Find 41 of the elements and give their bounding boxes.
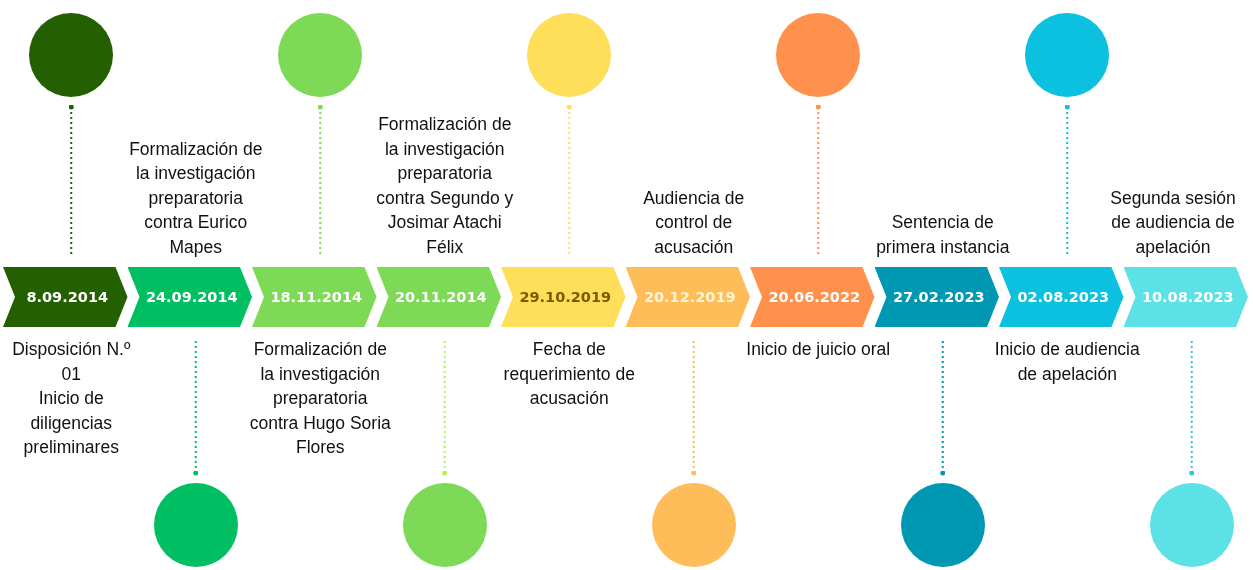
date-label: 8.09.2014 bbox=[26, 289, 109, 305]
date-banner bbox=[625, 267, 750, 327]
dotted-connector bbox=[940, 338, 946, 476]
event-description: Segunda sesión de audiencia de apelación bbox=[1109, 186, 1237, 259]
date-label: 20.11.2014 bbox=[394, 289, 487, 305]
dotted-connector bbox=[193, 338, 199, 476]
date-banner bbox=[127, 267, 252, 327]
event-description: Formalización de la investigación preparatoria contra Hugo Soria Flores bbox=[248, 338, 392, 459]
date-banner bbox=[999, 267, 1124, 327]
date-label: 10.08.2023 bbox=[1141, 289, 1234, 305]
event-description: Sentencia de primera instancia bbox=[875, 211, 1011, 259]
date-label: 18.11.2014 bbox=[270, 289, 363, 305]
date-label: 20.12.2019 bbox=[643, 289, 736, 305]
date-label: 27.02.2023 bbox=[892, 289, 985, 305]
event-description: Inicio de audiencia de apelación bbox=[994, 338, 1140, 386]
dotted-connector bbox=[317, 104, 323, 256]
dotted-connector bbox=[68, 104, 74, 256]
dotted-connector bbox=[691, 338, 697, 476]
date-label: 29.10.2019 bbox=[519, 289, 612, 305]
date-label: 02.08.2023 bbox=[1017, 289, 1110, 305]
date-banner bbox=[874, 267, 999, 327]
date-banner bbox=[750, 267, 875, 327]
date-banner bbox=[1123, 267, 1248, 327]
date-banner bbox=[3, 267, 128, 327]
event-description: Disposición N.º 01 bbox=[11, 338, 132, 386]
dotted-connector bbox=[442, 338, 448, 476]
date-banner bbox=[376, 267, 501, 327]
dotted-connector bbox=[1064, 104, 1070, 256]
event-description: Audiencia de control de acusación bbox=[642, 186, 746, 259]
date-banner bbox=[252, 267, 377, 327]
date-banner bbox=[501, 267, 626, 327]
date-label: 20.06.2022 bbox=[768, 289, 861, 305]
event-description: Formalización de la investigación preparatoria contra Segundo y Josimar Atachi Félix bbox=[375, 113, 515, 259]
event-description: Inicio de juicio oral bbox=[746, 338, 891, 361]
dotted-connector bbox=[815, 104, 821, 256]
event-description: Formalización de la investigación preparatoria contra Eurico Mapes bbox=[128, 137, 264, 259]
event-description: Fecha de requerimiento de acusación bbox=[502, 338, 636, 410]
date-label: 24.09.2014 bbox=[145, 289, 238, 305]
dotted-connector bbox=[566, 104, 572, 256]
dotted-connector bbox=[1189, 338, 1195, 476]
event-description: Inicio de diligencias preliminares bbox=[22, 387, 120, 459]
